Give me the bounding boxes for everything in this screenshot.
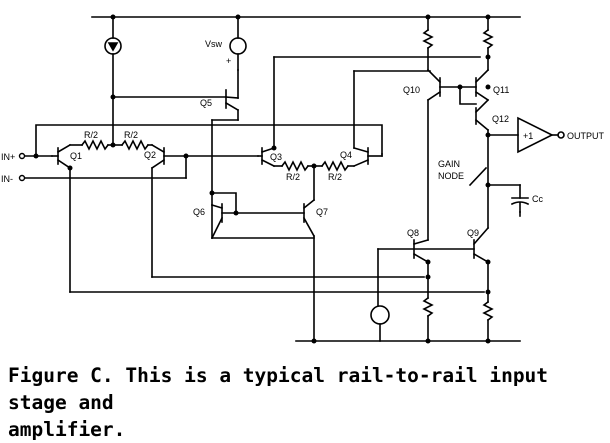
bottom-current-source-icon [370,305,390,325]
label-in-minus: IN- [1,174,13,184]
label-r-bottom-right: R/2 [328,172,342,182]
label-q10: Q10 [403,85,420,95]
buffer-amplifier [517,116,554,154]
label-r-top-left: R/2 [84,130,98,140]
rail-to-rail-schematic: Vsw + IN+ IN- Q1 Q2 Q3 Q4 Q5 Q6 Q7 Q8 Q9… [1,14,605,344]
label-q5: Q5 [200,98,212,108]
caption-line-1: Figure C. This is a typical rail-to-rail… [8,364,549,414]
output-terminal [557,131,565,139]
figure-caption: Figure C. This is a typical rail-to-rail… [8,362,604,443]
transistor-q6 [210,203,224,240]
label-plus: + [226,56,231,66]
label-q3: Q3 [270,152,282,162]
vsw-source-icon [229,16,247,99]
label-q1: Q1 [70,151,82,161]
label-in-plus: IN+ [1,152,15,162]
transistor-q7 [302,198,316,238]
resistor-bottom-right [320,160,350,172]
label-buffer-gain: +1 [523,131,533,141]
resistor-bottom-left [280,160,310,172]
transistor-q1 [51,143,72,170]
label-q11: Q11 [493,85,509,95]
label-q9: Q9 [467,228,479,238]
transistor-q11 [474,68,490,102]
transistor-q5 [112,89,240,112]
resistor-top-left [80,139,110,151]
label-r-top-right: R/2 [124,130,138,140]
label-r-bottom-left: R/2 [286,172,300,182]
label-q6: Q6 [193,207,205,217]
label-output: OUTPUT [567,131,605,141]
transistor-q12 [474,98,490,132]
transistor-q10 [426,68,442,102]
label-cc: Cc [532,194,543,204]
transistor-q2 [150,143,187,170]
label-q12: Q12 [492,114,509,124]
caption-line-2: amplifier. [8,418,126,441]
label-node: NODE [438,171,464,181]
resistor-top-right [120,139,150,151]
label-q8: Q8 [407,228,419,238]
current-source-icon [104,16,122,98]
in-plus-terminal [18,152,26,160]
label-vsw: Vsw [205,39,223,49]
in-minus-terminal [18,174,26,182]
label-q4: Q4 [340,150,352,160]
label-q2: Q2 [144,150,156,160]
transistor-q4 [352,147,383,168]
label-gain: GAIN [438,159,460,169]
transistor-q8 [412,239,430,264]
label-q7: Q7 [316,207,328,217]
